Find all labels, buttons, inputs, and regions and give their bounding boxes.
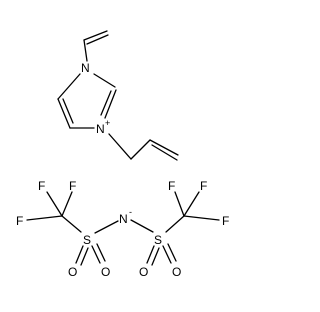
cf3-left-bond-c-f-left	[26, 215, 63, 221]
ring-double-bond-c4-c5-inner	[62, 98, 74, 124]
n3-charge: +	[105, 118, 110, 128]
vinyl-bond-n1-ca	[83, 39, 88, 62]
imidazolium-cation: N N +	[57, 30, 179, 161]
ring-double-bond-c2-n3	[104, 89, 117, 119]
ring-bond-n1-c2	[93, 73, 116, 88]
allyl-bond-cb-cc	[149, 139, 179, 156]
s-left-double-bond-o-right-inner	[96, 243, 106, 262]
cf3-right-bond-c-f-top	[183, 191, 200, 217]
bond-s-right-c	[165, 215, 185, 233]
vinyl-double-bond-ca-cb	[86, 34, 109, 45]
allyl-bond-ca-cb	[130, 139, 151, 160]
f-label-6: F	[222, 214, 229, 228]
f-label-4: F	[168, 179, 175, 193]
s-right-double-bond-o-left-inner	[151, 247, 160, 266]
ring-bond-c5-n1	[57, 73, 81, 100]
s-right-label: S	[154, 233, 162, 247]
vinyl-bond-ca-cb	[83, 30, 108, 41]
cf3-left-bond-c-f-top	[46, 191, 63, 217]
n-anion-charge: -	[129, 207, 132, 217]
o-label-4: O	[172, 265, 181, 279]
allyl-bond-n3-ca	[108, 133, 132, 160]
bond-n-s-right	[130, 219, 154, 233]
s-right-double-bond-o-left	[146, 245, 155, 264]
structure-canvas: N N + F F F S N	[16, 30, 229, 279]
cf3-right-bond-c-f-right	[183, 215, 220, 221]
f-label-3: F	[16, 214, 23, 228]
chemical-structure-drawing: N N + F F F S N	[16, 30, 229, 279]
n3-label: N	[96, 122, 105, 136]
tfsi-anion: F F F S N - S F F F O O O O	[16, 179, 229, 279]
f-label-5: F	[200, 179, 207, 193]
o-label-1: O	[68, 265, 77, 279]
ring-double-bond-c2-n3-inner	[100, 90, 112, 116]
f-label-2: F	[69, 179, 76, 193]
s-left-double-bond-o-left-inner	[80, 247, 89, 266]
ring-bond-c4-c5	[57, 98, 71, 129]
o-label-2: O	[101, 265, 110, 279]
s-right-double-bond-o-right	[162, 245, 172, 264]
bond-s-left-n	[94, 220, 119, 234]
s-left-double-bond-o-right	[91, 245, 101, 264]
cf3-left-bond-c-f-right	[61, 191, 73, 217]
s-left-label: S	[83, 233, 91, 247]
o-label-3: O	[139, 265, 148, 279]
n-anion-label: N	[119, 212, 128, 226]
s-left-double-bond-o-left	[75, 245, 84, 264]
s-right-double-bond-o-right-inner	[167, 243, 177, 262]
allyl-double-bond-cb-cc	[151, 144, 178, 161]
cf3-right-bond-c-f-left	[174, 191, 185, 217]
bond-c-s-left	[61, 215, 82, 233]
f-label-1: F	[38, 179, 45, 193]
n1-label: N	[81, 61, 90, 75]
